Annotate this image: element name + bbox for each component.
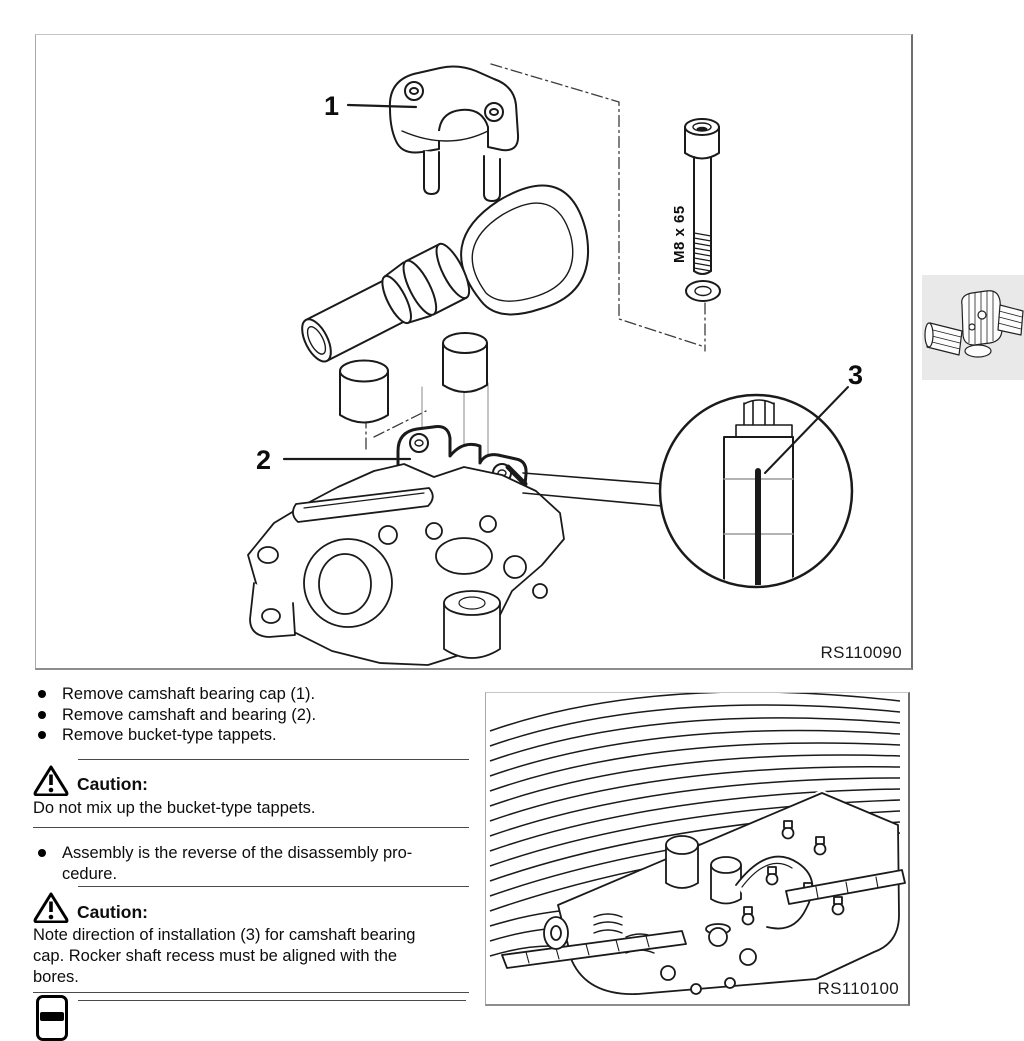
list-item: Remove bucket-type tappets. <box>33 725 469 746</box>
camshaft-exploded-drawing: 1 2 3 M8 x 65 <box>247 63 863 666</box>
boxer-engine-icon <box>922 275 1024 380</box>
caution-text: Note direction of installation (3) for c… <box>33 926 416 986</box>
caution-heading: Caution: <box>33 891 469 924</box>
callout-2: 2 <box>256 445 271 475</box>
list-item: Assembly is the reverse of the disassemb… <box>33 843 469 884</box>
m8-bolt <box>684 118 721 302</box>
callout-3: 3 <box>848 360 863 390</box>
step-list: Remove camshaft bearing cap (1). Remove … <box>33 684 469 746</box>
caution-text: Do not mix up the bucket-type tappets. <box>33 799 316 818</box>
step-list: Assembly is the reverse of the disassemb… <box>33 843 469 884</box>
warning-triangle-icon <box>33 892 69 924</box>
bolt-size-label: M8 x 65 <box>671 205 688 263</box>
divider <box>78 886 469 888</box>
cylinder-head-casting <box>247 463 565 666</box>
caution-title: Caution: <box>77 774 148 795</box>
figure-cylinder-head: RS110100 <box>485 692 910 1006</box>
callout-1: 1 <box>324 91 339 121</box>
rocker-shaft-bars <box>501 869 906 969</box>
divider <box>78 1000 466 1001</box>
cylinder-head-drawing <box>489 693 906 995</box>
figure-camshaft-exploded: 1 2 3 M8 x 65 RS110090 <box>35 34 913 670</box>
construction-lines <box>365 63 706 450</box>
tools-icon <box>36 995 68 1041</box>
bucket-tappets <box>339 332 488 424</box>
divider <box>78 759 469 761</box>
figure-reference: RS110100 <box>817 979 899 998</box>
warning-triangle-icon <box>33 765 69 797</box>
detail-circle <box>505 386 854 589</box>
page-thumbnail[interactable] <box>922 275 1024 380</box>
caution-heading: Caution: <box>33 764 469 797</box>
camshaft <box>301 184 590 363</box>
caution-title: Caution: <box>77 901 148 922</box>
upper-bearing-cap <box>388 65 520 202</box>
divider <box>33 992 469 994</box>
instruction-text: Remove camshaft bearing cap (1). Remove … <box>33 684 469 994</box>
head-details <box>543 916 757 995</box>
callout-1-line <box>346 103 418 109</box>
divider <box>33 826 469 828</box>
list-item: Remove camshaft and bearing (2). <box>33 705 469 726</box>
list-item: Remove camshaft bearing cap (1). <box>33 684 469 705</box>
figure-reference: RS110090 <box>820 643 902 662</box>
